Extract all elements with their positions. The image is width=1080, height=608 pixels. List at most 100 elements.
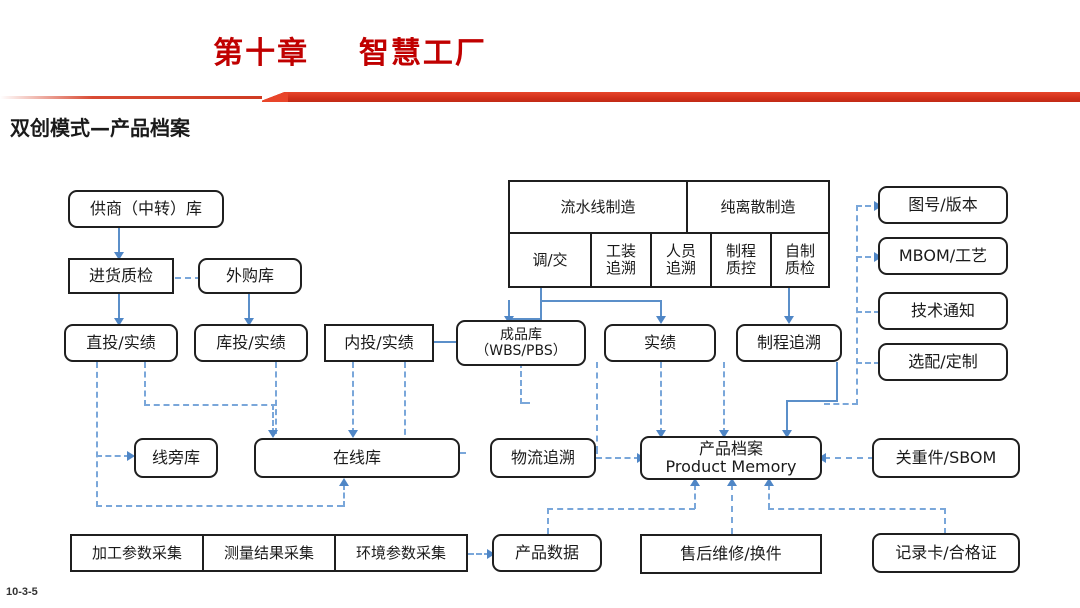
table-cell-self-inspection[interactable]: 自制 质检 — [770, 232, 830, 288]
node-after-sales[interactable]: 售后维修/换件 — [640, 534, 822, 574]
arrowhead-down — [114, 318, 124, 326]
node-product-memory-en: Product Memory — [665, 457, 797, 476]
connector-table-to-finished — [540, 288, 542, 320]
connector-bottom-to-online — [343, 484, 345, 507]
connector-quality-to-process — [788, 288, 790, 320]
connector-finished-drop — [520, 362, 522, 404]
connector-process-right-drop — [786, 400, 788, 434]
arrowhead-down — [244, 318, 254, 326]
table-cell-line1: 工装 — [605, 242, 636, 261]
table-header-assembly-line: 流水线制造 — [508, 180, 688, 234]
node-key-parts-sbom[interactable]: 关重件/SBOM — [872, 438, 1020, 478]
node-drawing-version[interactable]: 图号/版本 — [878, 186, 1008, 224]
connector-logistics-to-memory — [596, 457, 640, 459]
connector-aftersales-to-memory — [731, 484, 733, 534]
arrowhead-right — [487, 549, 495, 559]
node-internal-invest[interactable]: 内投/实绩 — [324, 324, 434, 362]
arrowhead-down — [719, 430, 729, 438]
arrowhead-down — [348, 430, 358, 438]
arrowhead-down — [114, 252, 124, 260]
node-finished-wh[interactable]: 成品库 （WBS/PBS） — [456, 320, 586, 366]
arrowhead-down — [656, 316, 666, 324]
connector-direct-to-online-h — [144, 404, 277, 406]
connector-right-bus-out — [824, 403, 858, 405]
connector-process-right-v — [836, 362, 838, 402]
node-online-wh[interactable]: 在线库 — [254, 438, 460, 478]
connector-direct-to-lineside — [96, 455, 130, 457]
arrowhead-down — [268, 430, 278, 438]
connector-process-to-memory — [723, 362, 725, 434]
node-performance[interactable]: 实绩 — [604, 324, 716, 362]
connector-supplier-to-inspection — [118, 226, 120, 256]
node-mbom-process[interactable]: MBOM/工艺 — [878, 237, 1008, 275]
connector-table-to-finished-h — [508, 318, 542, 320]
table-cell-line2: 追溯 — [665, 259, 696, 277]
connector-right-stub-1 — [856, 205, 880, 207]
table-cell-personnel-trace[interactable]: 人员 追溯 — [650, 232, 712, 288]
connector-stock-drop-b — [275, 362, 277, 434]
connector-performance-riser — [660, 300, 662, 320]
connector-finished-to-logistics-v — [596, 362, 598, 452]
node-stock-invest[interactable]: 库投/实绩 — [194, 324, 308, 362]
connector-inspection-to-purchased — [175, 277, 201, 279]
node-tech-notice[interactable]: 技术通知 — [878, 292, 1008, 330]
table-cell-line2: 质控 — [725, 259, 756, 277]
table-cell-process-quality[interactable]: 制程 质控 — [710, 232, 772, 288]
connector-purchased-to-stock — [248, 294, 250, 322]
arrowhead-down — [656, 430, 666, 438]
connector-direct-drop-b — [144, 362, 146, 406]
header-rule-thin — [0, 96, 264, 99]
connector-finished-drop-h — [520, 402, 530, 404]
table-cell-process-param-collect[interactable]: 加工参数采集 — [70, 534, 204, 572]
table-cell-tooling-trace[interactable]: 工装 追溯 — [590, 232, 652, 288]
arrowhead-down — [784, 316, 794, 324]
connector-record-to-memory — [768, 484, 770, 509]
connector-productdata-riser — [547, 508, 549, 534]
node-incoming-inspection[interactable]: 进货质检 — [68, 258, 174, 294]
connector-finished-riser — [508, 300, 510, 320]
arrowhead-up — [690, 478, 700, 486]
arrowhead-up — [764, 478, 774, 486]
table-cell-measure-result-collect[interactable]: 测量结果采集 — [202, 534, 336, 572]
node-direct-invest[interactable]: 直投/实绩 — [64, 324, 178, 362]
node-finished-wh-line1: 成品库 — [500, 326, 542, 343]
node-purchased-wh[interactable]: 外购库 — [198, 258, 302, 294]
connector-sbom-to-memory — [824, 457, 874, 459]
node-process-trace[interactable]: 制程追溯 — [736, 324, 842, 362]
connector-productdata-to-memory — [694, 484, 696, 509]
node-product-data[interactable]: 产品数据 — [492, 534, 602, 572]
table-cell-dispatch[interactable]: 调/交 — [508, 232, 592, 288]
connector-internal-drop-b — [404, 362, 406, 454]
table-cell-line2: 质检 — [784, 259, 815, 277]
page-number: 10-3-5 — [6, 586, 38, 598]
arrowhead-up — [339, 478, 349, 486]
connector-finished-to-internal — [432, 341, 458, 343]
slide-subtitle: 双创模式—产品档案 — [10, 116, 190, 140]
node-supplier-transit-wh[interactable]: 供商（中转）库 — [68, 190, 224, 228]
node-product-memory[interactable]: 产品档案 Product Memory — [640, 436, 822, 480]
connector-right-stub-2 — [856, 256, 880, 258]
connector-right-bus — [856, 205, 858, 405]
node-finished-wh-line2: （WBS/PBS） — [475, 343, 567, 359]
header-rule-notch — [262, 92, 288, 102]
connector-right-stub-4 — [856, 362, 880, 364]
connector-direct-drop-a — [96, 362, 98, 507]
connector-performance-to-memory — [660, 362, 662, 434]
connector-inspection-to-direct — [118, 294, 120, 322]
node-product-memory-cn: 产品档案 — [698, 438, 763, 458]
node-option-custom[interactable]: 选配/定制 — [878, 343, 1008, 381]
arrowhead-up — [727, 478, 737, 486]
connector-collection-to-productdata — [468, 553, 490, 555]
node-line-side-wh[interactable]: 线旁库 — [134, 438, 218, 478]
connector-to-online-left — [272, 404, 274, 434]
arrowhead-right — [127, 451, 135, 461]
table-cell-line1: 人员 — [665, 242, 696, 261]
node-logistics-trace[interactable]: 物流追溯 — [490, 438, 596, 478]
node-record-certificate[interactable]: 记录卡/合格证 — [872, 533, 1020, 573]
connector-record-riser — [944, 508, 946, 534]
page-title: 第十章 智慧工厂 — [213, 36, 487, 71]
table-cell-line1: 制程 — [725, 242, 756, 261]
connector-performance-h — [540, 300, 662, 302]
table-cell-env-param-collect[interactable]: 环境参数采集 — [334, 534, 468, 572]
